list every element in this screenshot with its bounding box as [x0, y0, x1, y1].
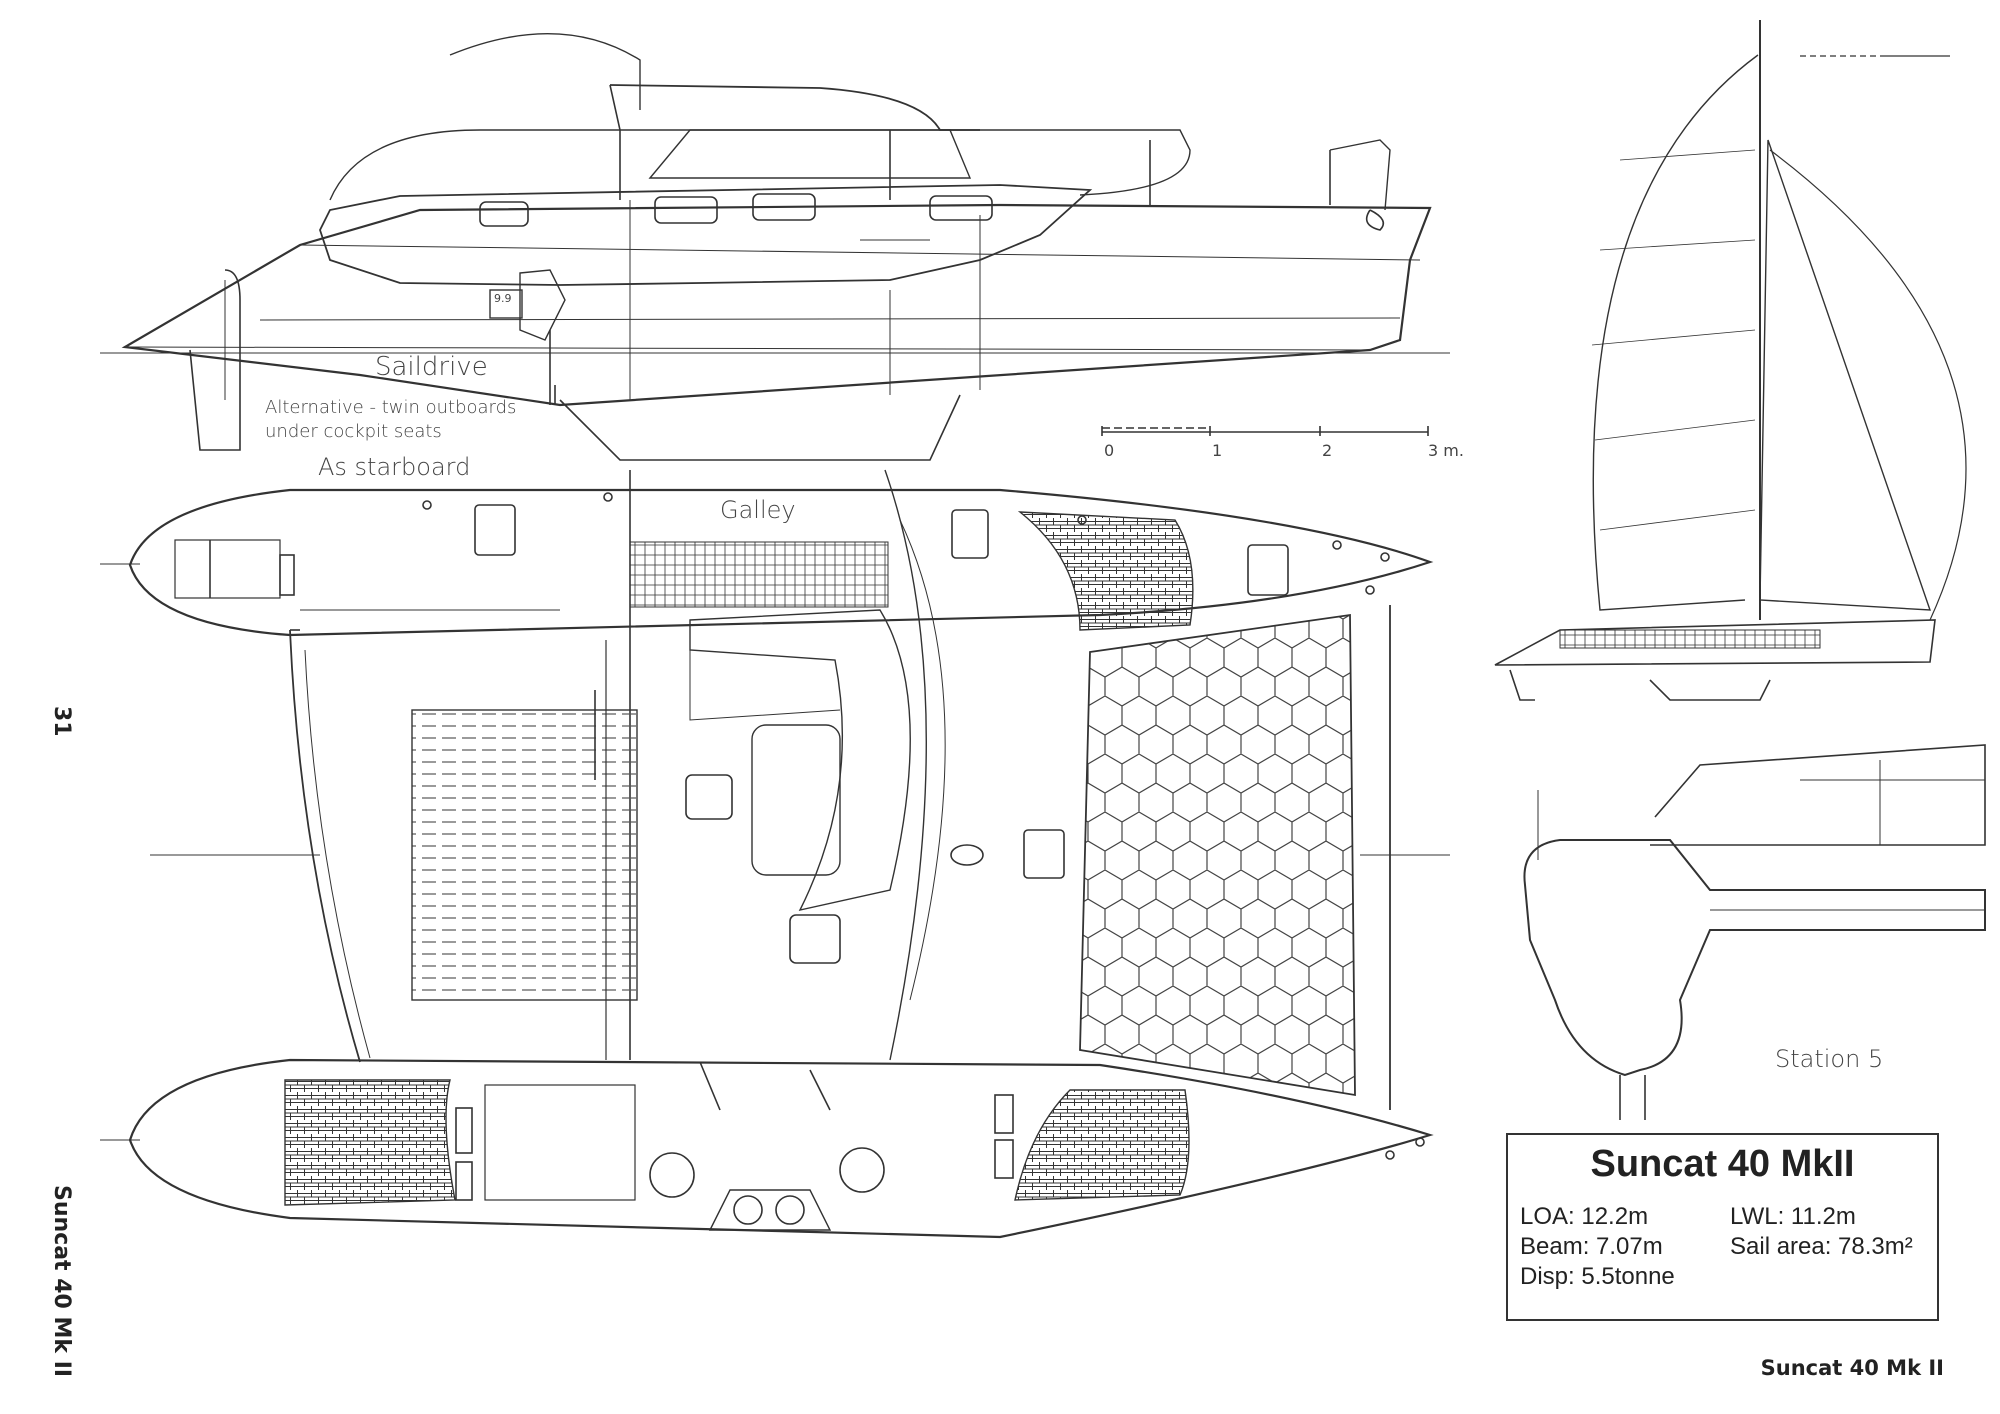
fuel-tanks [708, 1189, 832, 1231]
rudder [189, 269, 241, 451]
side-title: Suncat 40 Mk II [49, 1185, 74, 1378]
berth [1014, 1089, 1190, 1201]
page-number: 31 [49, 706, 74, 737]
spec-loa: LOA: 12.2m [1520, 1203, 1649, 1230]
saloon-table [751, 724, 841, 876]
spec-sail-area: Sail area: 78.3m² [1730, 1233, 1913, 1260]
deck-plan-view [100, 469, 1450, 1239]
hatch [1023, 829, 1065, 879]
head-basin [839, 1147, 885, 1193]
sink [789, 914, 841, 964]
spec-beam: Beam: 7.07m [1520, 1233, 1663, 1260]
head-basin [649, 1152, 695, 1198]
berth [284, 1079, 456, 1206]
side-profile-view [100, 32, 1450, 461]
bridge-deck [289, 605, 1391, 1110]
hatch [1247, 544, 1289, 596]
sink [685, 774, 733, 820]
berth [1017, 511, 1194, 631]
scale-tick-0: 0 [1104, 441, 1114, 460]
galley-counter [629, 541, 889, 608]
as-starboard-label: As starboard [318, 453, 470, 481]
trampoline [1079, 613, 1356, 1097]
hatch [474, 504, 516, 556]
cockpit-sole [411, 709, 638, 1001]
page-footer: Suncat 40 Mk II [1760, 1356, 1944, 1380]
specifications-box: Suncat 40 MkII LOA: 12.2m LWL: 11.2m Bea… [1506, 1133, 1939, 1321]
portlight [752, 193, 816, 221]
portlight [479, 201, 529, 227]
spec-disp: Disp: 5.5tonne [1520, 1263, 1675, 1290]
sailplan-hull [1494, 619, 1936, 666]
port-hull [128, 1058, 1434, 1239]
station-5-label: Station 5 [1775, 1045, 1883, 1073]
hatch [951, 509, 989, 559]
sail-plan-view [1494, 20, 1967, 701]
cabin-outline [319, 184, 1093, 286]
spinnaker [1769, 149, 1967, 621]
station-5-section [1523, 744, 1986, 1120]
alternative-outboards-label: Alternative - twin outboards [265, 397, 516, 418]
spec-lwl: LWL: 11.2m [1730, 1203, 1856, 1230]
engine-size-label: 9.9 [494, 292, 512, 305]
keel [559, 394, 961, 461]
scale-tick-3: 3 m. [1428, 441, 1464, 460]
scale-bar [1101, 426, 1429, 436]
section-hull [1523, 839, 1986, 1077]
galley-label: Galley [720, 496, 796, 524]
saildrive-label: Saildrive [375, 352, 488, 382]
jib [1759, 139, 1932, 611]
scale-tick-2: 2 [1322, 441, 1332, 460]
alternative-outboards-label-line2: under cockpit seats [265, 421, 442, 442]
spec-title: Suncat 40 MkII [1590, 1143, 1855, 1185]
portlight [654, 196, 718, 224]
starboard-hull [128, 488, 1434, 637]
scale-tick-1: 1 [1212, 441, 1222, 460]
mast-step [950, 844, 984, 866]
mainsail [1592, 54, 1759, 611]
portlight [929, 195, 993, 221]
